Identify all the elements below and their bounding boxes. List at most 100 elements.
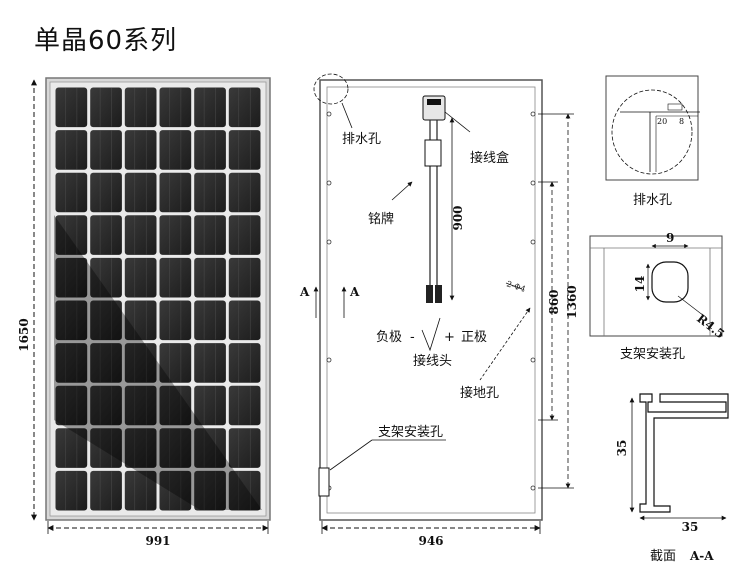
- solar-cell: [159, 215, 192, 255]
- dim-860: 860: [547, 289, 561, 314]
- frame-section-profile: [639, 393, 729, 513]
- solar-cell: [124, 130, 157, 170]
- solar-cell: [124, 343, 157, 383]
- solar-cell: [228, 87, 261, 128]
- solar-cell: [90, 130, 122, 170]
- solar-cell: [159, 172, 192, 213]
- section-height-label: 35: [615, 440, 629, 457]
- section-caption-mark: A-A: [689, 549, 714, 563]
- solar-cell: [124, 385, 157, 426]
- drain-detail: 20 8 排水孔: [605, 75, 700, 208]
- solar-cell: [228, 130, 261, 170]
- solar-cell: [194, 300, 226, 341]
- drain-dim-b: 8: [679, 117, 684, 126]
- section-width-label: 35: [682, 520, 699, 534]
- cell-grid: [55, 87, 261, 511]
- mount-dim-9: 9: [666, 231, 674, 245]
- solar-cell: [90, 300, 122, 341]
- drain-detail-label: 排水孔: [633, 193, 672, 208]
- solar-cell: [90, 257, 122, 298]
- solar-cell: [228, 215, 261, 255]
- positive-label: 正极: [461, 330, 487, 345]
- mount-hole-label: 支架安装孔: [378, 425, 443, 440]
- mount-detail: 9 14 R4.5 支架安装孔: [589, 231, 727, 362]
- solar-cell: [159, 300, 192, 341]
- front-width-label: 991: [145, 534, 170, 548]
- solar-cell: [228, 385, 261, 426]
- solar-cell: [90, 428, 122, 468]
- section-detail: 35 35 截面 A-A: [615, 393, 729, 564]
- connectors: [426, 285, 442, 303]
- page-title: 单晶60系列: [34, 26, 178, 56]
- solar-cell: [159, 87, 192, 128]
- cable-length-label: 900: [451, 205, 465, 230]
- solar-cell: [90, 215, 122, 255]
- solar-cell: [228, 428, 261, 468]
- front-view: 1650 991: [17, 77, 271, 548]
- negative-label: 负极: [376, 330, 402, 345]
- back-frame-inner: [326, 86, 536, 514]
- solar-cell: [228, 172, 261, 213]
- solar-cell: [55, 172, 88, 213]
- solar-cell: [124, 428, 157, 468]
- solar-cell: [124, 215, 157, 255]
- drain-dim-a: 20: [657, 117, 667, 126]
- drain-hole-label: 排水孔: [342, 132, 381, 147]
- solar-cell: [228, 257, 261, 298]
- solar-cell: [55, 385, 88, 426]
- mount-dim-14: 14: [633, 276, 647, 293]
- solar-cell: [194, 87, 226, 128]
- solar-cell: [55, 87, 88, 128]
- drain-hole-marker: [313, 73, 349, 105]
- solar-cell: [124, 470, 157, 511]
- connector-label: 接线头: [413, 353, 452, 369]
- solar-cell: [124, 300, 157, 341]
- solar-cell: [228, 343, 261, 383]
- solar-cell: [228, 300, 261, 341]
- solar-cell: [90, 343, 122, 383]
- back-frame-outer: [319, 79, 543, 521]
- connector-leader: [421, 317, 441, 352]
- solar-cell: [55, 257, 88, 298]
- solar-cell: [124, 172, 157, 213]
- solar-cell: [90, 385, 122, 426]
- solar-cell: [194, 257, 226, 298]
- solar-cell: [194, 343, 226, 383]
- mount-slot-shape: [651, 261, 689, 303]
- glass-reflection: [54, 215, 262, 510]
- solar-cell: [124, 87, 157, 128]
- solar-cell: [194, 470, 226, 511]
- drain-detail-box: [605, 75, 699, 181]
- plus-sign: +: [444, 330, 455, 345]
- solar-cell: [124, 257, 157, 298]
- minus-sign: -: [410, 330, 415, 345]
- solar-cell: [159, 470, 192, 511]
- back-width-label: 946: [418, 534, 443, 548]
- front-height-label: 1650: [17, 318, 31, 351]
- junction-box-label: 接线盒: [470, 150, 509, 166]
- section-mark-left: A: [299, 285, 310, 299]
- dim-1360: 1360: [565, 285, 579, 318]
- solar-cell: [55, 343, 88, 383]
- solar-cell: [228, 470, 261, 511]
- ground-hole-label: 接地孔: [460, 385, 499, 401]
- solar-cell: [159, 428, 192, 468]
- solar-cell: [90, 470, 122, 511]
- nameplate-label: 铭牌: [368, 211, 394, 227]
- solar-cell: [194, 385, 226, 426]
- solar-cell: [194, 130, 226, 170]
- solar-cell: [159, 385, 192, 426]
- solar-cell: [159, 257, 192, 298]
- solar-cell: [55, 428, 88, 468]
- section-mark-right: A: [349, 285, 360, 299]
- back-view: 排水孔 接线盒 铭牌 900 负极 - + 正极 接线头: [299, 73, 579, 548]
- mount-hole-slot: [318, 467, 330, 497]
- solar-cell: [90, 87, 122, 128]
- solar-cell: [159, 343, 192, 383]
- mount-detail-label: 支架安装孔: [620, 347, 685, 362]
- solar-cell: [90, 172, 122, 213]
- ground-size-label: 2-Φ4: [505, 279, 526, 294]
- solar-cell: [194, 215, 226, 255]
- section-caption: 截面: [650, 549, 676, 564]
